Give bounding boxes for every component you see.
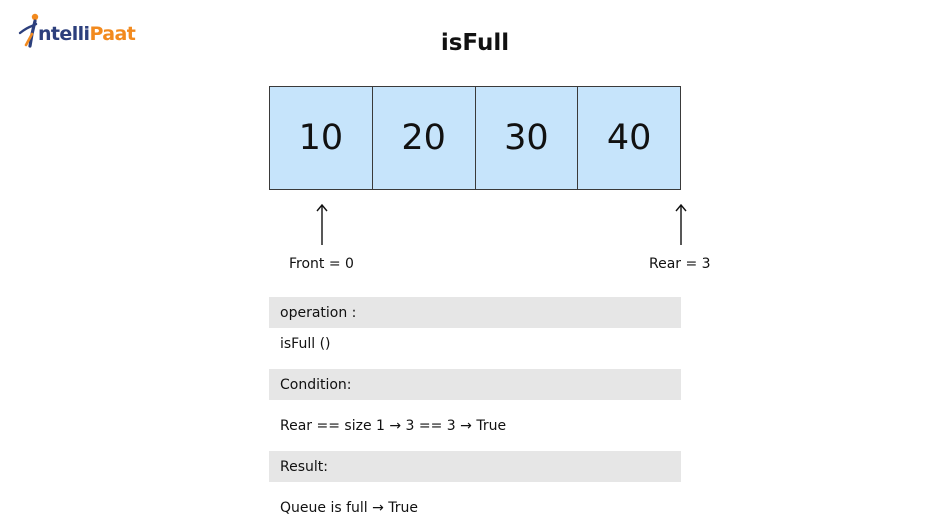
step-heading-result: Result: (269, 451, 681, 482)
step-heading-operation: operation : (269, 297, 681, 328)
operation-steps: operation : isFull () Condition: Rear ==… (269, 297, 681, 523)
queue-cell: 40 (578, 87, 680, 189)
step-text-result: Queue is full → True (280, 499, 419, 516)
front-pointer-label: Front = 0 (289, 256, 354, 272)
intellipaat-logo-icon (18, 13, 39, 48)
queue-cell: 30 (475, 87, 579, 189)
step-text-operation: isFull () (280, 335, 331, 352)
logo-wordmark: ntelliPaat (38, 23, 136, 45)
diagram-title: isFull (440, 30, 510, 56)
rear-pointer-label: Rear = 3 (649, 256, 711, 272)
queue-array: 10 20 30 40 (269, 86, 681, 190)
intellipaat-logo: ntelliPaat (18, 10, 136, 54)
step-heading-condition: Condition: (269, 369, 681, 400)
step-text-condition: Rear == size 1 → 3 == 3 → True (280, 417, 507, 434)
front-pointer-arrow-icon (316, 203, 328, 245)
rear-pointer-arrow-icon (675, 203, 687, 245)
queue-cell: 20 (372, 87, 476, 189)
queue-cell: 10 (270, 87, 373, 189)
